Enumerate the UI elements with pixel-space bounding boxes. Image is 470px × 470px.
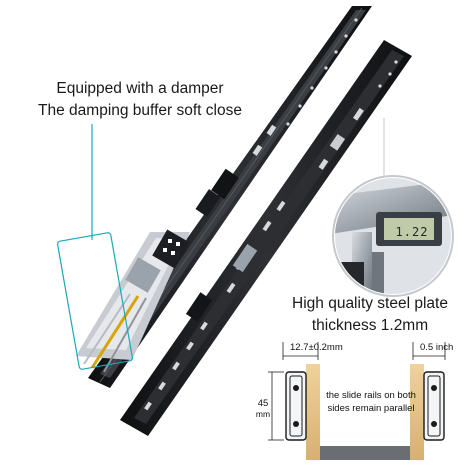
right-gap-dimension: 0.5 inch — [420, 342, 454, 353]
damper-caption-line1: Equipped with a damper — [56, 80, 224, 97]
damper-caption: Equipped with a damper The damping buffe… — [20, 78, 260, 122]
damper-callout — [56, 124, 134, 370]
drawer-bottom — [320, 446, 410, 460]
damper-caption-line2: The damping buffer soft close — [38, 102, 242, 119]
caliper-display-reading: 1.22 — [395, 225, 429, 239]
right-wood-panel — [410, 364, 424, 460]
height-value: 45 — [257, 398, 269, 409]
left-wood-panel — [306, 364, 320, 460]
height-dimension: 45 mm — [252, 398, 274, 420]
left-gap-dimension: 12.7±0.2mm — [290, 342, 343, 353]
left-slide-rail — [76, 6, 372, 388]
right-slide-rail — [120, 40, 412, 436]
cross-section-diagram — [268, 342, 446, 460]
caliper-zoom — [332, 175, 454, 297]
steel-caption: High quality steel plate thickness 1.2mm — [270, 293, 470, 337]
steel-caption-line1: High quality steel plate — [292, 295, 448, 312]
steel-caption-line2: thickness 1.2mm — [311, 317, 429, 334]
parallel-note: the slide rails on both sides remain par… — [326, 390, 416, 414]
height-unit: mm — [255, 409, 271, 419]
right-rail-profile — [423, 371, 445, 441]
left-rail-profile — [285, 371, 307, 441]
